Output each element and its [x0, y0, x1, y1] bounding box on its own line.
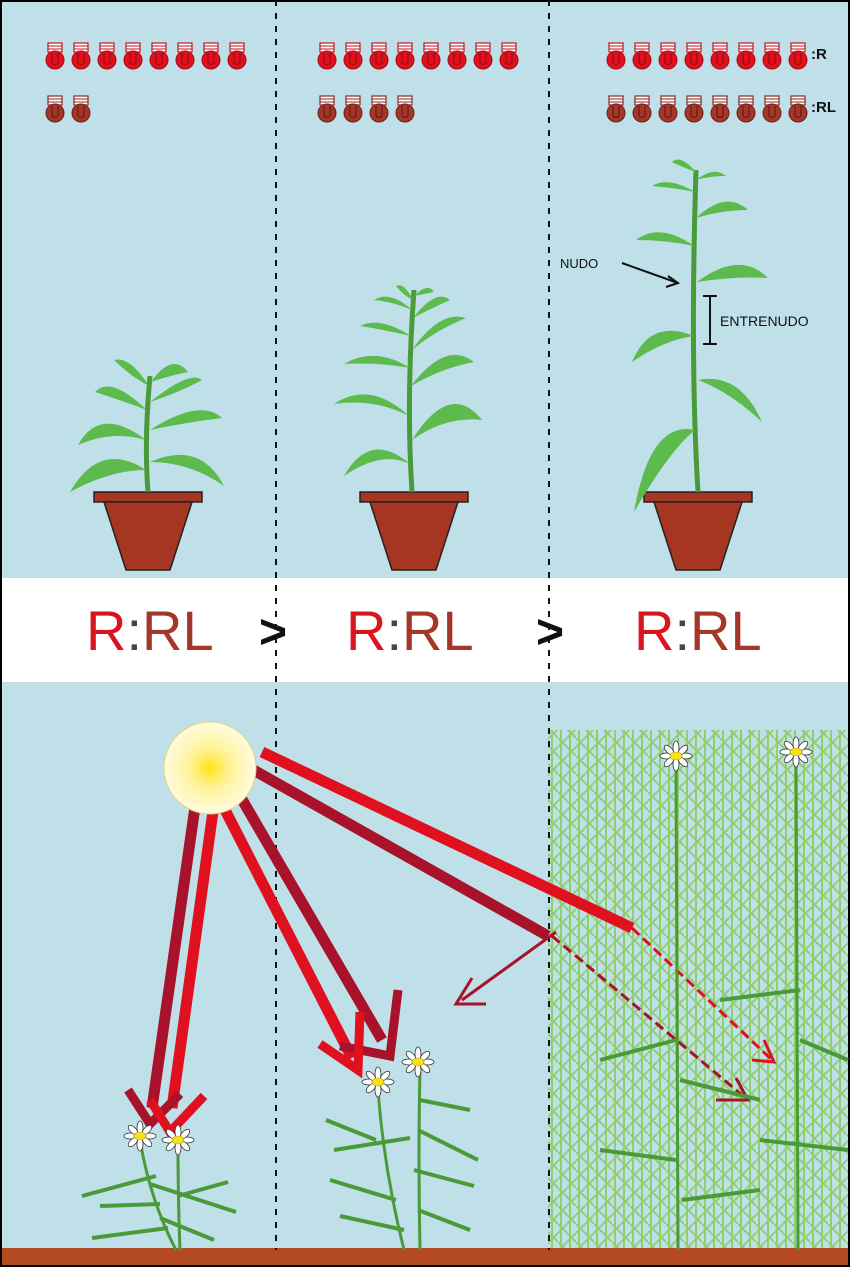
red-lamp-bulb-icon — [710, 42, 730, 70]
red-lamp-bulb-icon — [175, 42, 195, 70]
red-lamp-bulb-icon — [395, 42, 415, 70]
far-red-ray-left — [146, 799, 202, 1109]
node-arrowhead — [665, 275, 681, 288]
red-ray-middle — [217, 801, 357, 1061]
ratio-3-rl: RL — [690, 599, 762, 662]
red-lamp-bulb-icon — [447, 42, 467, 70]
far-red-lamp-bulb-icon — [395, 95, 415, 123]
ratio-3-colon: : — [674, 599, 690, 662]
ratio-1-r: R — [86, 599, 126, 662]
red-lamp-bulb-icon — [606, 42, 626, 70]
red-lamp-bulb-icon — [499, 42, 519, 70]
ratio-2: R:RL — [346, 599, 474, 662]
transmitted-ray-2 — [630, 926, 774, 1062]
svg-text:R:RL: R:RL — [634, 599, 762, 662]
node-arrow — [621, 262, 679, 284]
daisy-cluster-middle — [325, 1046, 479, 1251]
red-lamp-bulb-icon — [201, 42, 221, 70]
red-lamp-bulb-icon — [473, 42, 493, 70]
red-lamp-bulb-icon — [762, 42, 782, 70]
ratio-3: R:RL — [634, 599, 762, 662]
daisy-cluster-right — [599, 736, 849, 1251]
transmitted-ray-1 — [551, 934, 749, 1102]
pot-middle — [359, 491, 469, 571]
pot-right — [643, 491, 753, 571]
red-lamp-bulb-icon — [123, 42, 143, 70]
far-red-lamp-bulb-icon — [45, 95, 65, 123]
internode-bracket — [703, 295, 717, 345]
ratio-1-rl: RL — [142, 599, 214, 662]
red-lamp-bulb-icon — [369, 42, 389, 70]
red-lamp-bulb-icon — [227, 42, 247, 70]
red-lamp-bulb-icon — [97, 42, 117, 70]
red-lamp-bulb-icon — [149, 42, 169, 70]
far-red-ray-middle — [235, 793, 387, 1043]
legend-rl-label: :RL — [811, 99, 836, 116]
red-arrowhead-middle — [317, 1011, 365, 1079]
ratio-2-rl: RL — [402, 599, 474, 662]
far-red-lamp-bulb-icon — [369, 95, 389, 123]
ratio-2-colon: : — [386, 599, 402, 662]
sun-icon — [163, 721, 257, 815]
far-red-lamp-bulb-icon — [632, 95, 652, 123]
svg-text:R:RL: R:RL — [346, 599, 474, 662]
red-lamp-bulb-icon — [45, 42, 65, 70]
ratio-1: R:RL — [86, 599, 214, 662]
red-lamp-bulb-icon — [736, 42, 756, 70]
red-lamp-bulb-icon — [658, 42, 678, 70]
far-red-lamp-bulb-icon — [762, 95, 782, 123]
ratio-1-colon: : — [126, 599, 142, 662]
plant-medium — [334, 285, 482, 493]
plant-tall — [632, 159, 768, 512]
red-lamp-bulb-icon — [684, 42, 704, 70]
plant-short — [70, 359, 224, 493]
far-red-arrowhead-left — [124, 1087, 184, 1132]
far-red-lamp-bulb-icon — [317, 95, 337, 123]
far-red-lamp-bulb-icon — [606, 95, 626, 123]
ratio-band — [0, 578, 850, 682]
red-lamp-bulb-icon — [71, 42, 91, 70]
red-lamp-bulb-icon — [317, 42, 337, 70]
red-lamp-bulb-icon — [421, 42, 441, 70]
red-ray-left — [166, 803, 220, 1109]
far-red-lamp-bulb-icon — [736, 95, 756, 123]
comparator-2: > — [536, 606, 564, 659]
svg-text:R:RL: R:RL — [86, 599, 214, 662]
comparator-1: > — [259, 606, 287, 659]
red-lamp-bulb-icon — [632, 42, 652, 70]
light-rays — [124, 747, 777, 1140]
ratio-3-r: R — [634, 599, 674, 662]
node-label: NUDO — [560, 256, 598, 271]
far-red-lamp-bulb-icon — [343, 95, 363, 123]
far-red-lamp-bulb-icon — [710, 95, 730, 123]
far-red-lamp-bulb-icon — [684, 95, 704, 123]
red-lamp-bulb-icon — [788, 42, 808, 70]
soil-strip — [0, 1248, 850, 1267]
daisy-cluster-left — [81, 1120, 237, 1251]
red-ray-right — [259, 747, 635, 933]
far-red-lamp-bulb-icon — [71, 95, 91, 123]
far-red-lamp-bulb-icon — [788, 95, 808, 123]
reflected-ray — [461, 930, 557, 1002]
internode-label: ENTRENUDO — [720, 313, 809, 329]
legend-r-label: :R — [811, 46, 827, 63]
ratio-2-r: R — [346, 599, 386, 662]
far-red-ray-right — [247, 763, 551, 941]
red-lamp-bulb-icon — [343, 42, 363, 70]
far-red-lamp-bulb-icon — [658, 95, 678, 123]
